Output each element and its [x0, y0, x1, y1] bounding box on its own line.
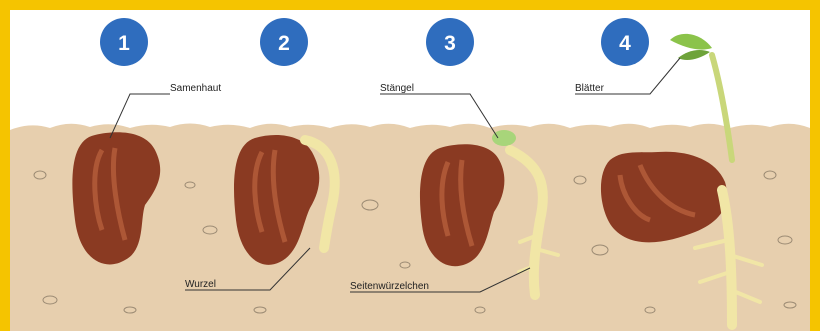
leaf-4a [670, 34, 712, 50]
stem-3 [492, 130, 516, 146]
germination-diagram: 1 2 3 4 [10, 10, 810, 331]
label-blaetter: Blätter [575, 83, 605, 94]
label-seitenwurzelchen: Seitenwürzelchen [350, 281, 429, 292]
step-1-number: 1 [118, 32, 130, 55]
diagram-frame: 1 2 3 4 [10, 10, 810, 331]
label-wurzel: Wurzel [185, 279, 216, 290]
label-staengel: Stängel [380, 83, 414, 94]
step-4-number: 4 [619, 32, 631, 55]
leaf-4b [678, 50, 710, 60]
step-1: 1 [100, 18, 148, 66]
step-2-number: 2 [278, 32, 290, 55]
step-3: 3 [426, 18, 474, 66]
step-2: 2 [260, 18, 308, 66]
label-samenhaut: Samenhaut [170, 83, 221, 94]
step-4: 4 [601, 18, 649, 66]
step-3-number: 3 [444, 32, 456, 55]
